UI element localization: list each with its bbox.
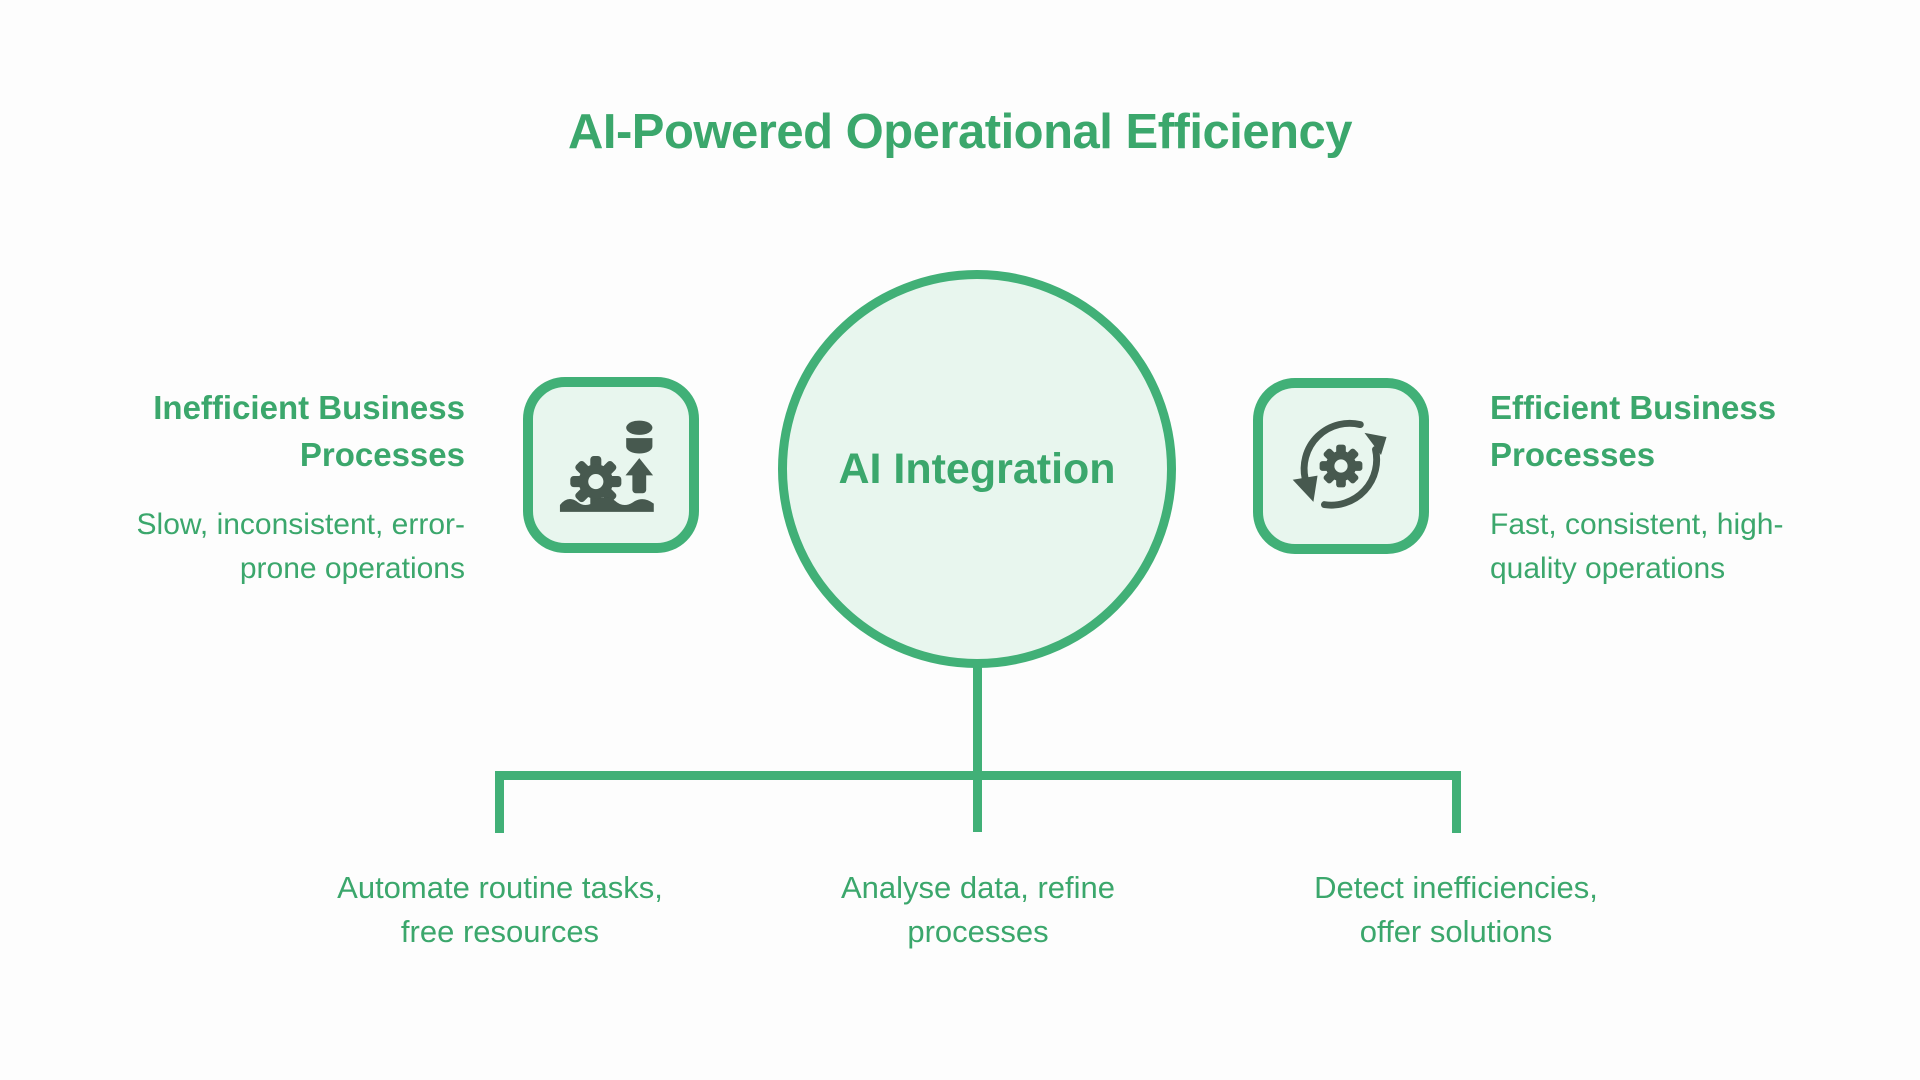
inefficient-process-icon-box (523, 377, 699, 553)
efficient-processes-heading: Efficient Business Processes (1490, 389, 1777, 473)
ai-integration-label: AI Integration (838, 444, 1116, 493)
branch-label-automate: Automate routine tasks, free resources (337, 870, 663, 949)
connector-stem (973, 664, 982, 832)
efficient-processes-description: Fast, consistent, high- quality operatio… (1490, 508, 1784, 585)
branch-label-detect: Detect inefficiencies, offer solutions (1314, 870, 1598, 949)
connector-drop-left (495, 771, 504, 833)
efficient-processes-block: Efficient Business Processes Fast, consi… (1490, 384, 1920, 591)
connector-horizontal-line (495, 771, 1461, 780)
inefficient-processes-heading: Inefficient Business Processes (153, 389, 465, 473)
branch-label-analyse: Analyse data, refine processes (840, 870, 1115, 949)
gears-data-upload-icon (559, 420, 654, 512)
inefficient-processes-block: Inefficient Business Processes Slow, inc… (60, 384, 465, 591)
gear-cycle-icon (1292, 419, 1387, 509)
connector-drop-right (1452, 771, 1461, 833)
efficient-process-icon-box (1253, 378, 1429, 554)
inefficient-processes-description: Slow, inconsistent, error- prone operati… (136, 508, 465, 585)
page-title: AI-Powered Operational Efficiency (567, 105, 1353, 159)
ai-integration-node: AI Integration (778, 270, 1176, 668)
